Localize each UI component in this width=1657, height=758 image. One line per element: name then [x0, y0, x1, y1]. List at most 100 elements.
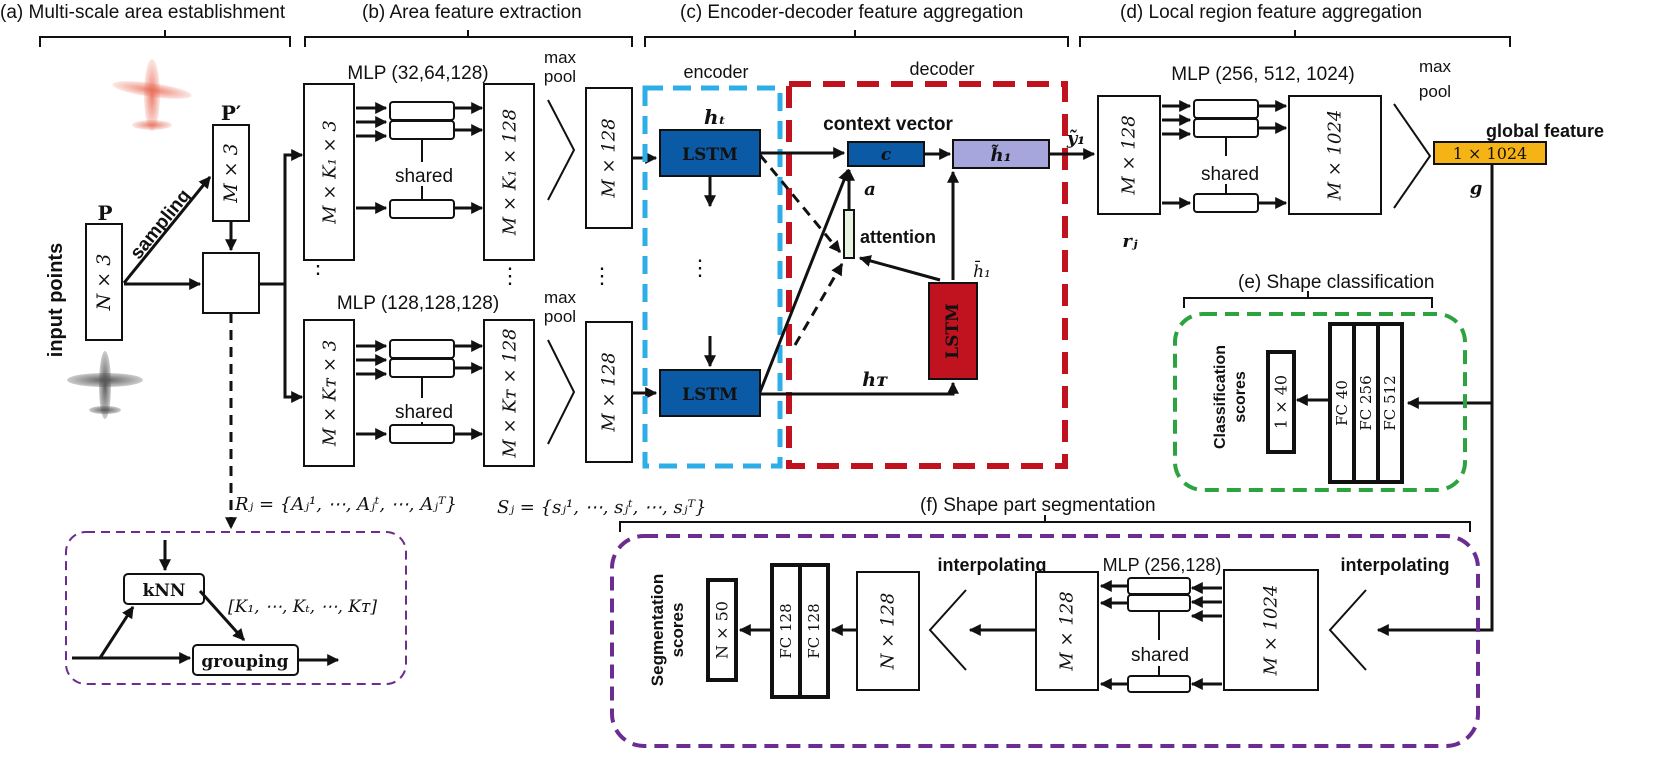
global-feature-label: global feature — [1486, 121, 1604, 141]
local-output-dim: M × 1024 — [1325, 110, 1346, 202]
grouper-box — [202, 252, 260, 314]
mlp-f-label: MLP (256,128) — [1103, 555, 1222, 575]
top-max-label: max — [544, 48, 577, 67]
sampled-dim: M × 3 — [220, 143, 242, 204]
knn-label: kNN — [143, 581, 186, 601]
dots-b-2: ⋮ — [591, 264, 613, 289]
interpolating-2-triangle — [1328, 589, 1367, 671]
section-e-title: (e) Shape classification — [1238, 272, 1434, 293]
arrow-global-to-segmentation — [1376, 164, 1494, 636]
decoder-dashed-region — [786, 81, 1068, 469]
fc-40-label: FC 40 — [1333, 380, 1351, 426]
bottom-pooled-dim: M × 128 — [599, 352, 620, 432]
top-shared-label: shared — [395, 166, 453, 187]
section-b-bracket — [304, 30, 633, 47]
fc-512-label: FC 512 — [1381, 375, 1399, 430]
section-a-bracket — [39, 30, 291, 47]
global-feature-dim: 1 × 1024 — [1453, 144, 1527, 163]
local-shared-label: shared — [1201, 164, 1259, 185]
local-input-box — [1097, 95, 1161, 215]
input-dim: N × 3 — [93, 254, 115, 312]
fc-40-box — [1328, 322, 1356, 484]
mlp-top-label: MLP (32,64,128) — [347, 63, 488, 84]
arrow-grouper-bottom — [283, 284, 304, 403]
classification-scores-box — [1266, 350, 1296, 454]
top-maxpool-triangle — [547, 99, 576, 201]
bottom-input-dim: M × Kᴛ × 3 — [320, 340, 341, 447]
section-c-title: (c) Encoder-decoder feature aggregation — [680, 2, 1023, 23]
knn-box — [123, 573, 205, 605]
bottom-max-label: max — [544, 288, 577, 307]
r-set-label: Rⱼ = {Aⱼ¹, ⋯, Aⱼᵗ, ⋯, Aⱼᵀ} — [234, 494, 457, 515]
segmentation-scores-box — [706, 578, 738, 682]
bottom-shared-mlp — [356, 339, 484, 444]
n128-box — [856, 571, 920, 691]
dots-b-1: ⋮ — [499, 264, 521, 289]
dashed-encoder-to-attention — [793, 262, 844, 346]
decoder-label: decoder — [909, 59, 974, 79]
segmentation-scores-label-1: Segmentation — [648, 574, 667, 686]
arrow-decoder-to-attention — [858, 255, 941, 282]
segmentation-scores-dim: N × 50 — [713, 601, 732, 659]
section-d-bracket — [1079, 30, 1511, 47]
mlp-d-label: MLP (256, 512, 1024) — [1171, 64, 1354, 85]
sampling-arrow — [122, 176, 212, 284]
arrow-knn-to-grouping — [198, 589, 246, 642]
lstm-decoder-label: LSTM — [943, 303, 963, 359]
mlp-bottom-label: MLP (128,128,128) — [337, 293, 499, 314]
segmentation-panel — [610, 534, 1480, 748]
seg-fc-128-b-label: FC 128 — [805, 603, 823, 658]
fc-512-box — [1376, 322, 1404, 484]
lstm-encoder-bottom — [659, 369, 761, 417]
seg-m1024-dim: M × 1024 — [1261, 585, 1282, 677]
p-prime-label: P′ — [221, 101, 241, 125]
section-d-title: (d) Local region feature aggregation — [1120, 2, 1422, 23]
bottom-pooled-box — [585, 321, 633, 463]
h1-tilde-box — [952, 139, 1050, 169]
input-points-label: input points — [45, 243, 67, 357]
seg-m128-box — [1035, 571, 1099, 691]
sampling-label: sampling — [126, 186, 195, 264]
lstm-encoder-bottom-label: LSTM — [682, 385, 738, 405]
d-maxpool-triangle — [1393, 103, 1432, 209]
airplane-pointcloud-red-icon — [112, 59, 192, 131]
local-shared-mlp — [1162, 99, 1288, 213]
fc-256-label: FC 256 — [1357, 375, 1375, 430]
arrow-hT-to-context — [758, 168, 850, 393]
d-max-label: max — [1419, 57, 1452, 76]
dots-c-encoder: ⋮ — [689, 256, 711, 281]
bottom-shared-label: shared — [395, 402, 453, 423]
context-c-label: c — [881, 145, 892, 165]
top-input-dim: M × K₁ × 3 — [320, 120, 341, 225]
bottom-pool-label: pool — [544, 307, 576, 326]
top-pooled-dim: M × 128 — [599, 118, 620, 198]
classification-scores-label-2: scores — [1232, 371, 1249, 423]
interpolating-2-label: interpolating — [1341, 555, 1450, 575]
local-output-box — [1288, 95, 1382, 215]
arrow-grouper-top — [259, 149, 304, 286]
knn-grouping-panel — [65, 531, 407, 685]
d-pool-label: pool — [1419, 82, 1451, 101]
section-f-bracket — [619, 515, 1471, 532]
h-t-label: hₜ — [704, 105, 726, 129]
lstm-decoder — [928, 282, 978, 380]
lstm-encoder-top-label: LSTM — [682, 145, 738, 165]
s-set-label: Sⱼ = {sⱼ¹, ⋯, sⱼᵗ, ⋯, sⱼᵀ} — [497, 497, 706, 518]
interpolating-1-label: interpolating — [938, 555, 1047, 575]
seg-m128-dim: M × 128 — [1057, 591, 1078, 671]
seg-fc-128-b-box — [798, 563, 830, 699]
dashed-ht-to-attention — [758, 154, 842, 253]
airplane-pointcloud-gray-icon — [67, 351, 143, 419]
bottom-maxpool-triangle — [547, 339, 576, 445]
h1-bar-label: h̄₁ — [973, 259, 991, 282]
arrow-hT-to-decoder — [760, 381, 959, 396]
k-set-label: [K₁, ⋯, Kₜ, ⋯, Kᴛ] — [228, 597, 377, 617]
classification-scores-dim: 1 × 40 — [1272, 375, 1291, 429]
local-input-dim: M × 128 — [1119, 115, 1140, 195]
input-box — [85, 223, 123, 341]
seg-m1024-box — [1223, 569, 1319, 691]
context-vector-label: context vector — [823, 114, 953, 135]
encoder-dashed-region — [642, 85, 783, 469]
arrow-to-knn — [98, 605, 135, 659]
